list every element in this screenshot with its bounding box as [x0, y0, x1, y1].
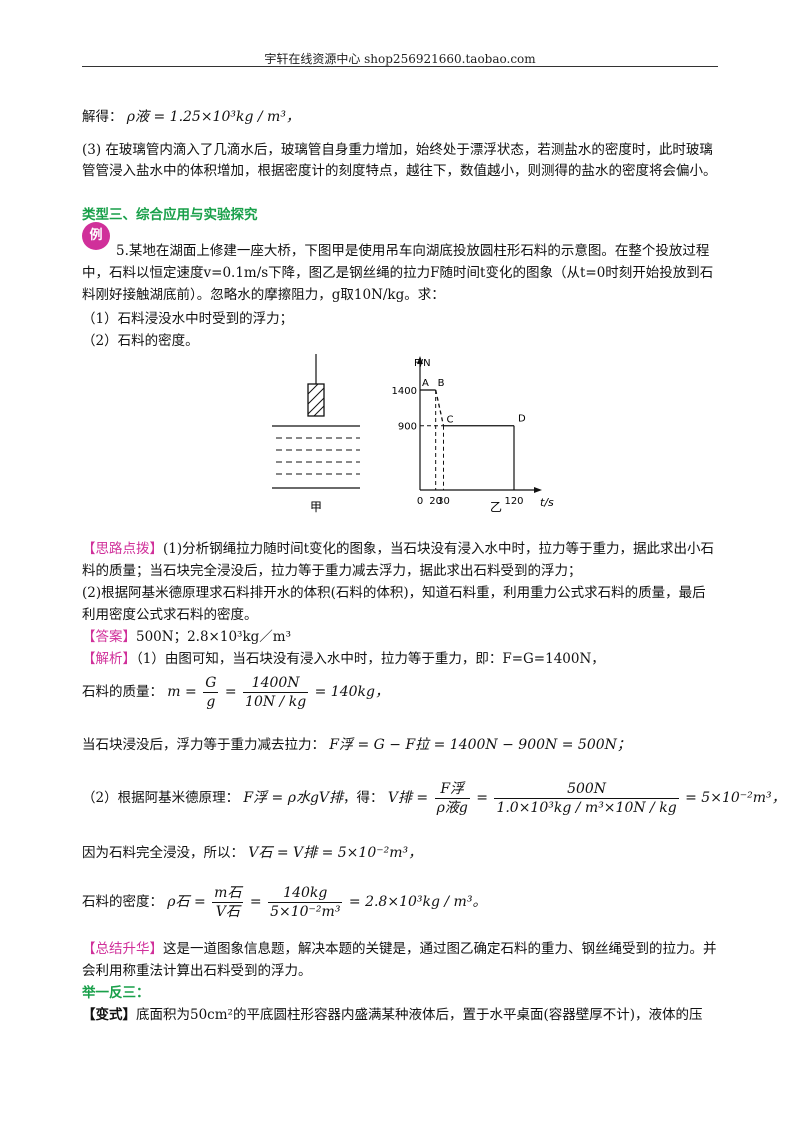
hint-paragraph-1: 【思路点拨】(1)分析钢绳拉力随时间t变化的图象，当石块没有浸入水中时，拉力等于… — [82, 538, 718, 582]
x-tick-120: 120 — [504, 496, 523, 507]
y-tick-900: 900 — [398, 422, 417, 433]
buoyancy-line: 当石块浸没后，浮力等于重力减去拉力： F浮 = G − F拉 = 1400N −… — [82, 732, 631, 758]
y-axis-label: F/N — [414, 358, 431, 369]
point-label-C: C — [447, 415, 454, 426]
solve-line: 解得： ρ液 = 1.25×10³kg / m³， — [82, 106, 300, 128]
problem-text: 5.某地在湖面上修建一座大桥，下图甲是使用吊车向湖底投放圆柱形石料的示意图。在整… — [82, 243, 714, 303]
part3-text: (3) 在玻璃管内滴入了几滴水后，玻璃管自身重力增加，始终处于漂浮状态，若测盐水… — [82, 142, 717, 179]
question-1: （1）石料浸没水中时受到的浮力； — [82, 311, 294, 327]
x-axis-arrow — [534, 487, 542, 493]
rho-result: ρ液 = 1.25×10³kg / m³， — [126, 109, 300, 125]
answer-tag: 【答案】 — [82, 629, 136, 645]
point-label-A: A — [422, 378, 429, 389]
point-label-D: D — [518, 414, 526, 425]
summary-text: 这是一道图象信息题，解决本题的关键是，通过图乙确定石料的重力、钢丝绳受到的拉力。… — [82, 941, 717, 979]
practice-title: 举一反三： — [82, 985, 150, 1001]
answer-line: 【答案】500N；2.8×10³kg／m³ — [82, 626, 291, 648]
section-title: 类型三、综合应用与实验探究 — [82, 207, 258, 223]
crane-diagram: 甲 — [272, 354, 360, 514]
mass-label: 石料的质量： — [82, 684, 163, 700]
x-axis-label: t/s — [540, 496, 554, 509]
question-2: （2）石料的密度。 — [82, 333, 199, 349]
archimedes-label: （2）根据阿基米德原理： — [82, 790, 240, 806]
graph-segment-2 — [435, 389, 445, 426]
variant-text: 底面积为50cm²的平底圆柱形容器内盛满某种液体后，置于水平桌面(容器壁厚不计)… — [136, 1007, 703, 1023]
buoyancy-label: 当石块浸没后，浮力等于重力减去拉力： — [82, 737, 325, 753]
archimedes-equation: F浮 = ρ水gV排 — [243, 790, 344, 806]
hint-text-1: (1)分析钢绳拉力随时间t变化的图象，当石块没有浸入水中时，拉力等于重力，据此求… — [82, 541, 715, 579]
density-label: 石料的密度： — [82, 894, 163, 910]
x-tick-20: 20 — [429, 496, 442, 507]
analysis-line: 【解析】（1）由图可知，当石块没有浸入水中时，拉力等于重力，即：F=G=1400… — [82, 648, 605, 670]
summary-paragraph: 【总结升华】这是一道图象信息题，解决本题的关键是，通过图乙确定石料的重力、钢丝绳… — [82, 938, 718, 982]
variant-paragraph: 【变式】底面积为50cm²的平底圆柱形容器内盛满某种液体后，置于水平桌面(容器壁… — [82, 1004, 718, 1026]
x-tick-0: 0 — [417, 496, 423, 507]
summary-tag: 【总结升华】 — [82, 941, 163, 957]
volume-equality: V石 = V排 = 5×10⁻²m³， — [248, 845, 423, 861]
y-axis-arrow — [417, 356, 423, 364]
hint-text-2: (2)根据阿基米德原理求石料排开水的体积(石料的体积)，知道石料重，利用重力公式… — [82, 585, 706, 623]
analysis-tag: 【解析】 — [82, 651, 136, 667]
volume-line: 因为石料完全浸没，所以： V石 = V排 = 5×10⁻²m³， — [82, 840, 422, 866]
figure-label-yi: 乙 — [490, 500, 502, 514]
point-label-B: B — [438, 378, 445, 389]
x-tick-30: 30 — [437, 496, 450, 507]
solve-label: 解得： — [82, 109, 123, 125]
page-header: 宇轩在线资源中心 shop256921660.taobao.com — [264, 52, 536, 66]
variant-tag: 【变式】 — [82, 1007, 136, 1023]
hint-tag: 【思路点拨】 — [82, 541, 163, 557]
figure-label-jia: 甲 — [310, 500, 322, 514]
answer-text: 500N；2.8×10³kg／m³ — [136, 629, 291, 645]
analysis-text-1: （1）由图可知，当石块没有浸入水中时，拉力等于重力，即：F=G=1400N， — [136, 651, 605, 667]
de-label: ，得： — [343, 790, 384, 806]
y-tick-1400: 1400 — [392, 386, 417, 397]
volume-label: 因为石料完全浸没，所以： — [82, 845, 244, 861]
example-badge: 例 — [82, 222, 110, 250]
header-rule — [82, 66, 718, 67]
buoyancy-equation: F浮 = G − F拉 = 1400N − 900N = 500N； — [329, 737, 631, 753]
